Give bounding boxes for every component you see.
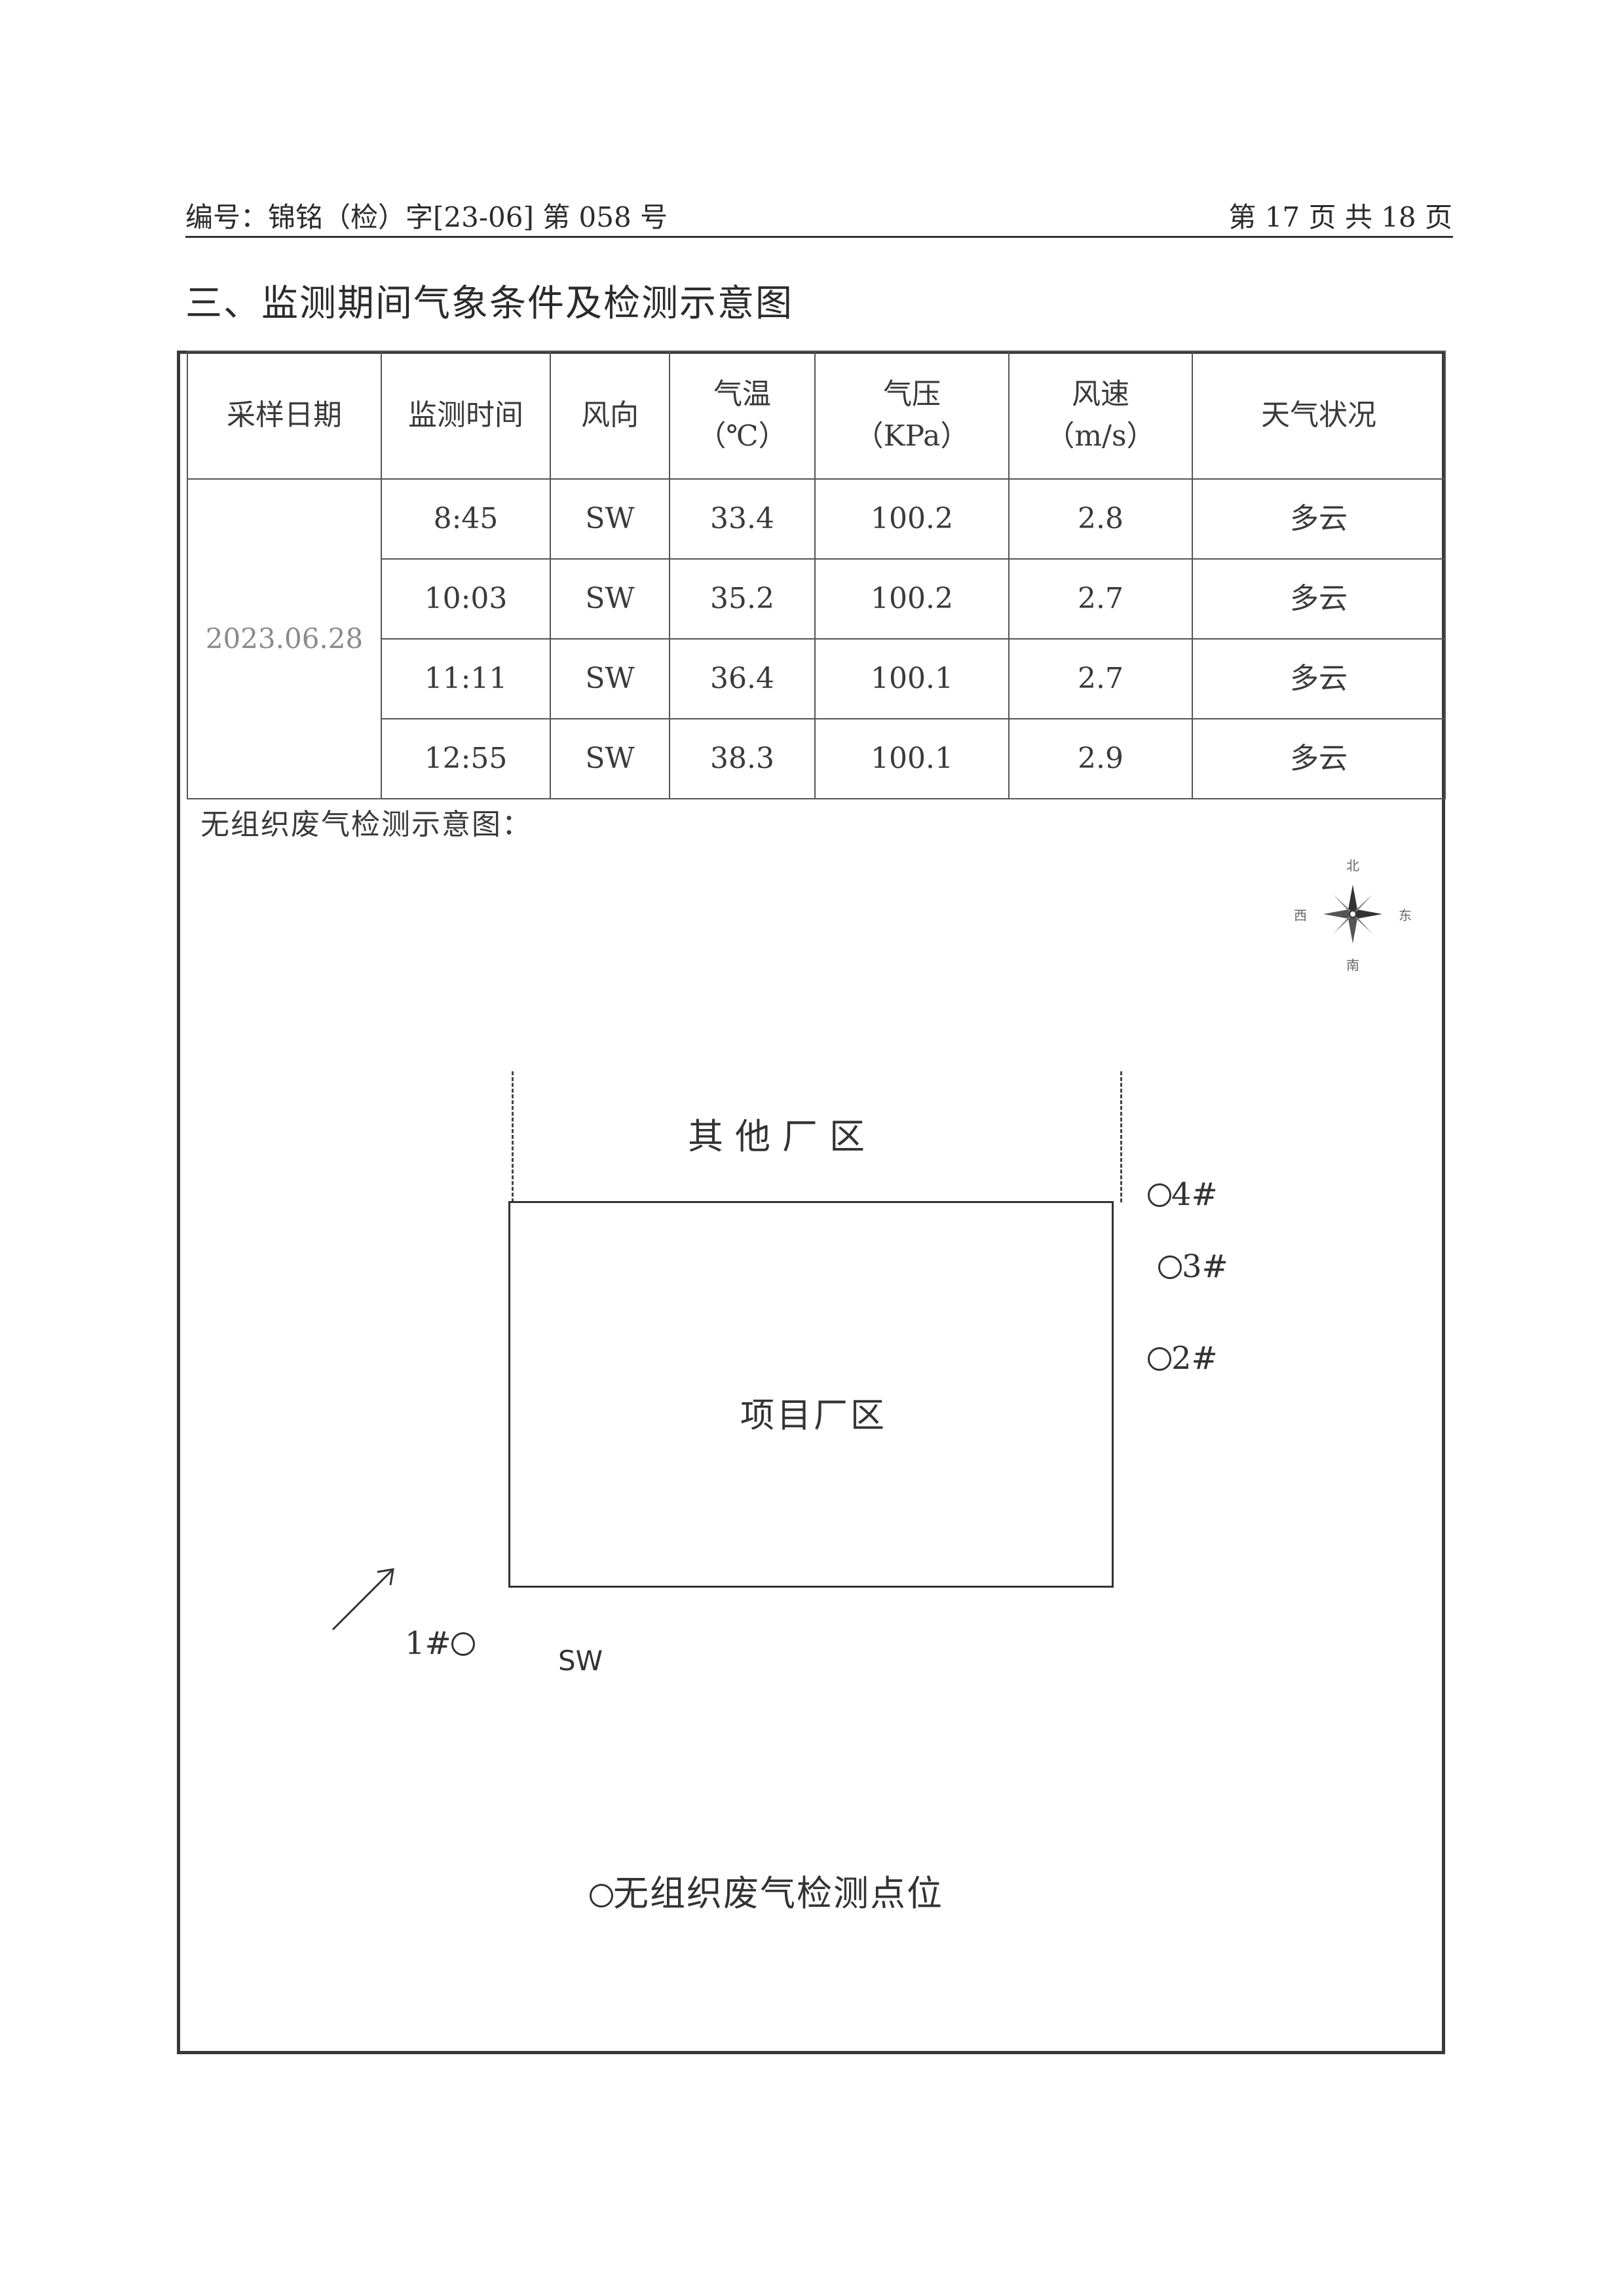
table-row: 12:55 SW 38.3 100.1 2.9 多云 [187, 718, 1446, 799]
other-zone-right-boundary [1120, 1071, 1122, 1202]
table-row: 2023.06.28 8:45 SW 33.4 100.2 2.8 多云 [187, 478, 1446, 799]
table-header-row: 采样日期 监测时间 风向 气温（℃） 气压（KPa） 风速（m/s） 天气状况 [187, 351, 1446, 480]
compass-star-icon [1323, 885, 1382, 944]
cell-temperature: 33.4 [669, 478, 816, 560]
header-sampling-date: 采样日期 [187, 351, 382, 480]
header-weather: 天气状况 [1192, 351, 1446, 480]
cell-pressure: 100.1 [814, 718, 1010, 799]
header-wind-direction: 风向 [550, 351, 670, 480]
cell-weather: 多云 [1192, 558, 1446, 640]
header-pressure: 气压（KPa） [814, 351, 1010, 480]
compass-south-label: 南 [1346, 957, 1359, 973]
point-circle-icon [1148, 1183, 1171, 1207]
point-circle-icon [1148, 1347, 1171, 1371]
compass-rose: 北 南 西 东 [1294, 855, 1412, 973]
wind-direction-label: SW [558, 1645, 603, 1677]
cell-wind-speed: 2.7 [1008, 558, 1193, 640]
cell-weather: 多云 [1192, 718, 1446, 799]
cell-temperature: 35.2 [669, 558, 816, 640]
section-title: 三、监测期间气象条件及检测示意图 [185, 282, 793, 325]
cell-wind-direction: SW [550, 558, 670, 640]
monitor-point-3: 3# [1158, 1248, 1228, 1285]
legend: 无组织废气检测点位 [590, 1864, 943, 1916]
compass-north-label: 北 [1346, 858, 1359, 873]
cell-temperature: 36.4 [669, 638, 816, 719]
cell-wind-speed: 2.9 [1008, 718, 1193, 799]
header-wind-speed: 风速（m/s） [1008, 351, 1193, 480]
cell-weather: 多云 [1192, 478, 1446, 560]
page-info: 第 17 页 共 18 页 [1228, 201, 1452, 233]
legend-circle-icon [590, 1884, 613, 1907]
cell-weather: 多云 [1192, 638, 1446, 719]
table-row: 11:11 SW 36.4 100.1 2.7 多云 [187, 638, 1446, 719]
table-row: 10:03 SW 35.2 100.2 2.7 多云 [187, 558, 1446, 640]
header-temperature: 气温（℃） [669, 351, 816, 480]
cell-pressure: 100.2 [814, 478, 1010, 560]
cell-wind-direction: SW [550, 718, 670, 799]
cell-wind-speed: 2.7 [1008, 638, 1193, 719]
wind-direction-arrow-icon [331, 1568, 394, 1631]
compass-east-label: 东 [1399, 908, 1412, 923]
document-number: 编号：锦铭（检）字[23-06] 第 058 号 [185, 201, 668, 233]
point-circle-icon [1158, 1255, 1182, 1279]
cell-wind-direction: SW [550, 478, 670, 560]
point-circle-icon [451, 1632, 475, 1656]
header-monitor-time: 监测时间 [381, 351, 551, 480]
sampling-date: 2023.06.28 [187, 478, 382, 799]
monitor-point-2: 2# [1148, 1340, 1218, 1377]
cell-pressure: 100.2 [814, 558, 1010, 640]
diagram-label: 无组织废气检测示意图： [200, 808, 532, 841]
cell-wind-direction: SW [550, 638, 670, 719]
cell-time: 8:45 [381, 478, 551, 560]
monitor-point-4: 4# [1148, 1176, 1218, 1213]
project-zone-label: 项目厂区 [740, 1396, 888, 1436]
cell-time: 11:11 [381, 638, 551, 719]
project-zone-boundary [508, 1201, 1114, 1588]
cell-wind-speed: 2.8 [1008, 478, 1193, 560]
cell-temperature: 38.3 [669, 718, 816, 799]
other-zone-left-boundary [512, 1071, 514, 1202]
other-zone-label: 其他厂区 [688, 1116, 877, 1157]
monitor-point-1: 1# [405, 1625, 475, 1662]
cell-time: 12:55 [381, 718, 551, 799]
cell-pressure: 100.1 [814, 638, 1010, 719]
weather-table: 采样日期 监测时间 风向 气温（℃） 气压（KPa） 风速（m/s） 天气状况 … [187, 351, 1446, 799]
cell-time: 10:03 [381, 558, 551, 640]
header-rule [185, 236, 1453, 238]
compass-west-label: 西 [1294, 908, 1307, 923]
